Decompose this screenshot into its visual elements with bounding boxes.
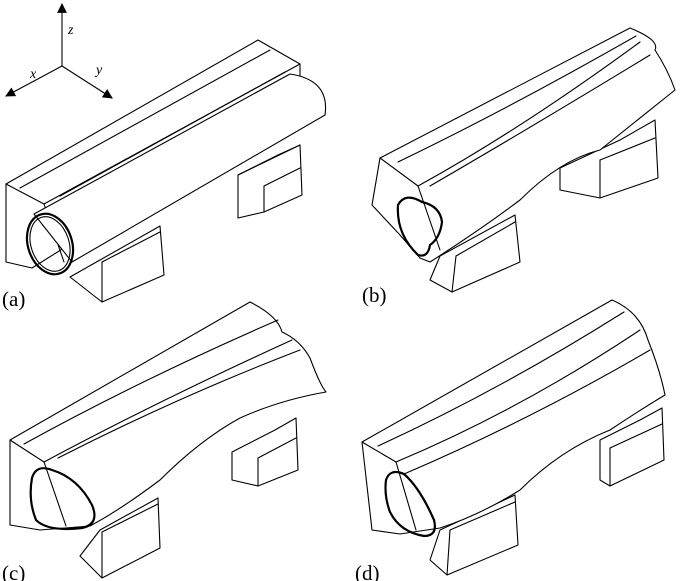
panel-d-drawing [361,299,666,576]
axis-triad: z x y [5,3,113,99]
x-axis-arrow [5,65,63,97]
support-back [599,407,665,487]
support-back [231,417,299,487]
panel-c-label: (c) [2,561,25,581]
support-front [79,497,161,579]
support-back [237,144,303,219]
block-body [371,27,676,263]
y-axis-label: y [94,63,103,78]
support-front [69,225,165,303]
block-body [9,301,327,531]
pipe-body [33,73,327,263]
panel-a-drawing [5,39,327,303]
panel-b-label: (b) [362,283,387,307]
support-back [559,119,659,199]
panel-c-drawing [9,301,327,579]
panel-d-label: (d) [355,561,380,581]
panel-b-drawing [371,27,676,293]
pipe-section [25,212,75,276]
block-body [361,299,666,535]
y-axis-arrow [61,65,113,99]
pipe-section [384,470,436,538]
pipe-section [396,196,444,257]
pipe-section [29,467,96,531]
x-axis-label: x [29,67,37,82]
panel-a-label: (a) [2,287,25,311]
z-axis-label: z [67,23,74,38]
support-front [429,214,521,293]
